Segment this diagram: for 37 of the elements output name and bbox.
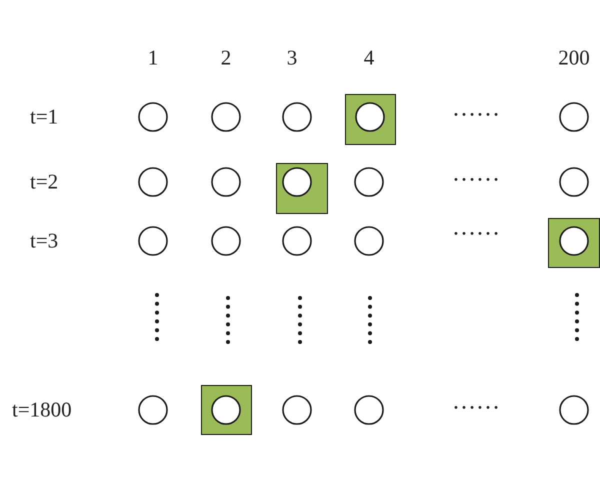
circle-icon xyxy=(138,395,168,425)
circle-icon xyxy=(138,167,168,197)
circle-icon xyxy=(559,226,589,256)
circle-icon xyxy=(282,395,312,425)
row-label: t=3 xyxy=(30,228,58,254)
column-number: 2 xyxy=(220,45,232,71)
ellipsis: …… xyxy=(452,160,500,188)
row-label: t=1800 xyxy=(12,397,72,423)
circle-icon xyxy=(559,395,589,425)
highlight-square xyxy=(345,94,396,145)
circle-icon xyxy=(354,226,384,256)
circle-icon xyxy=(282,226,312,256)
circle-icon xyxy=(354,167,384,197)
circle-icon xyxy=(354,395,384,425)
ellipsis: …… xyxy=(452,388,500,416)
circle-icon xyxy=(282,102,312,132)
circle-icon xyxy=(211,102,241,132)
ellipsis: …… xyxy=(452,214,500,242)
column-number: 4 xyxy=(364,45,374,71)
circle-icon xyxy=(211,395,241,425)
circle-icon xyxy=(282,167,312,197)
circle-icon xyxy=(138,226,168,256)
highlight-square xyxy=(201,385,252,435)
ellipsis: …… xyxy=(452,94,500,124)
circle-icon xyxy=(559,167,589,197)
circle-icon xyxy=(211,167,241,197)
column-number: 3 xyxy=(286,45,298,71)
highlight-square xyxy=(276,163,328,214)
circle-icon xyxy=(211,226,241,256)
circle-icon xyxy=(559,102,589,132)
column-number: 1 xyxy=(148,45,158,71)
row-label: t=2 xyxy=(30,169,58,195)
row-label: t=1 xyxy=(30,104,58,130)
circle-icon xyxy=(138,102,168,132)
highlight-square xyxy=(548,218,600,268)
circle-icon xyxy=(355,102,385,132)
column-number: 200 xyxy=(558,45,590,71)
